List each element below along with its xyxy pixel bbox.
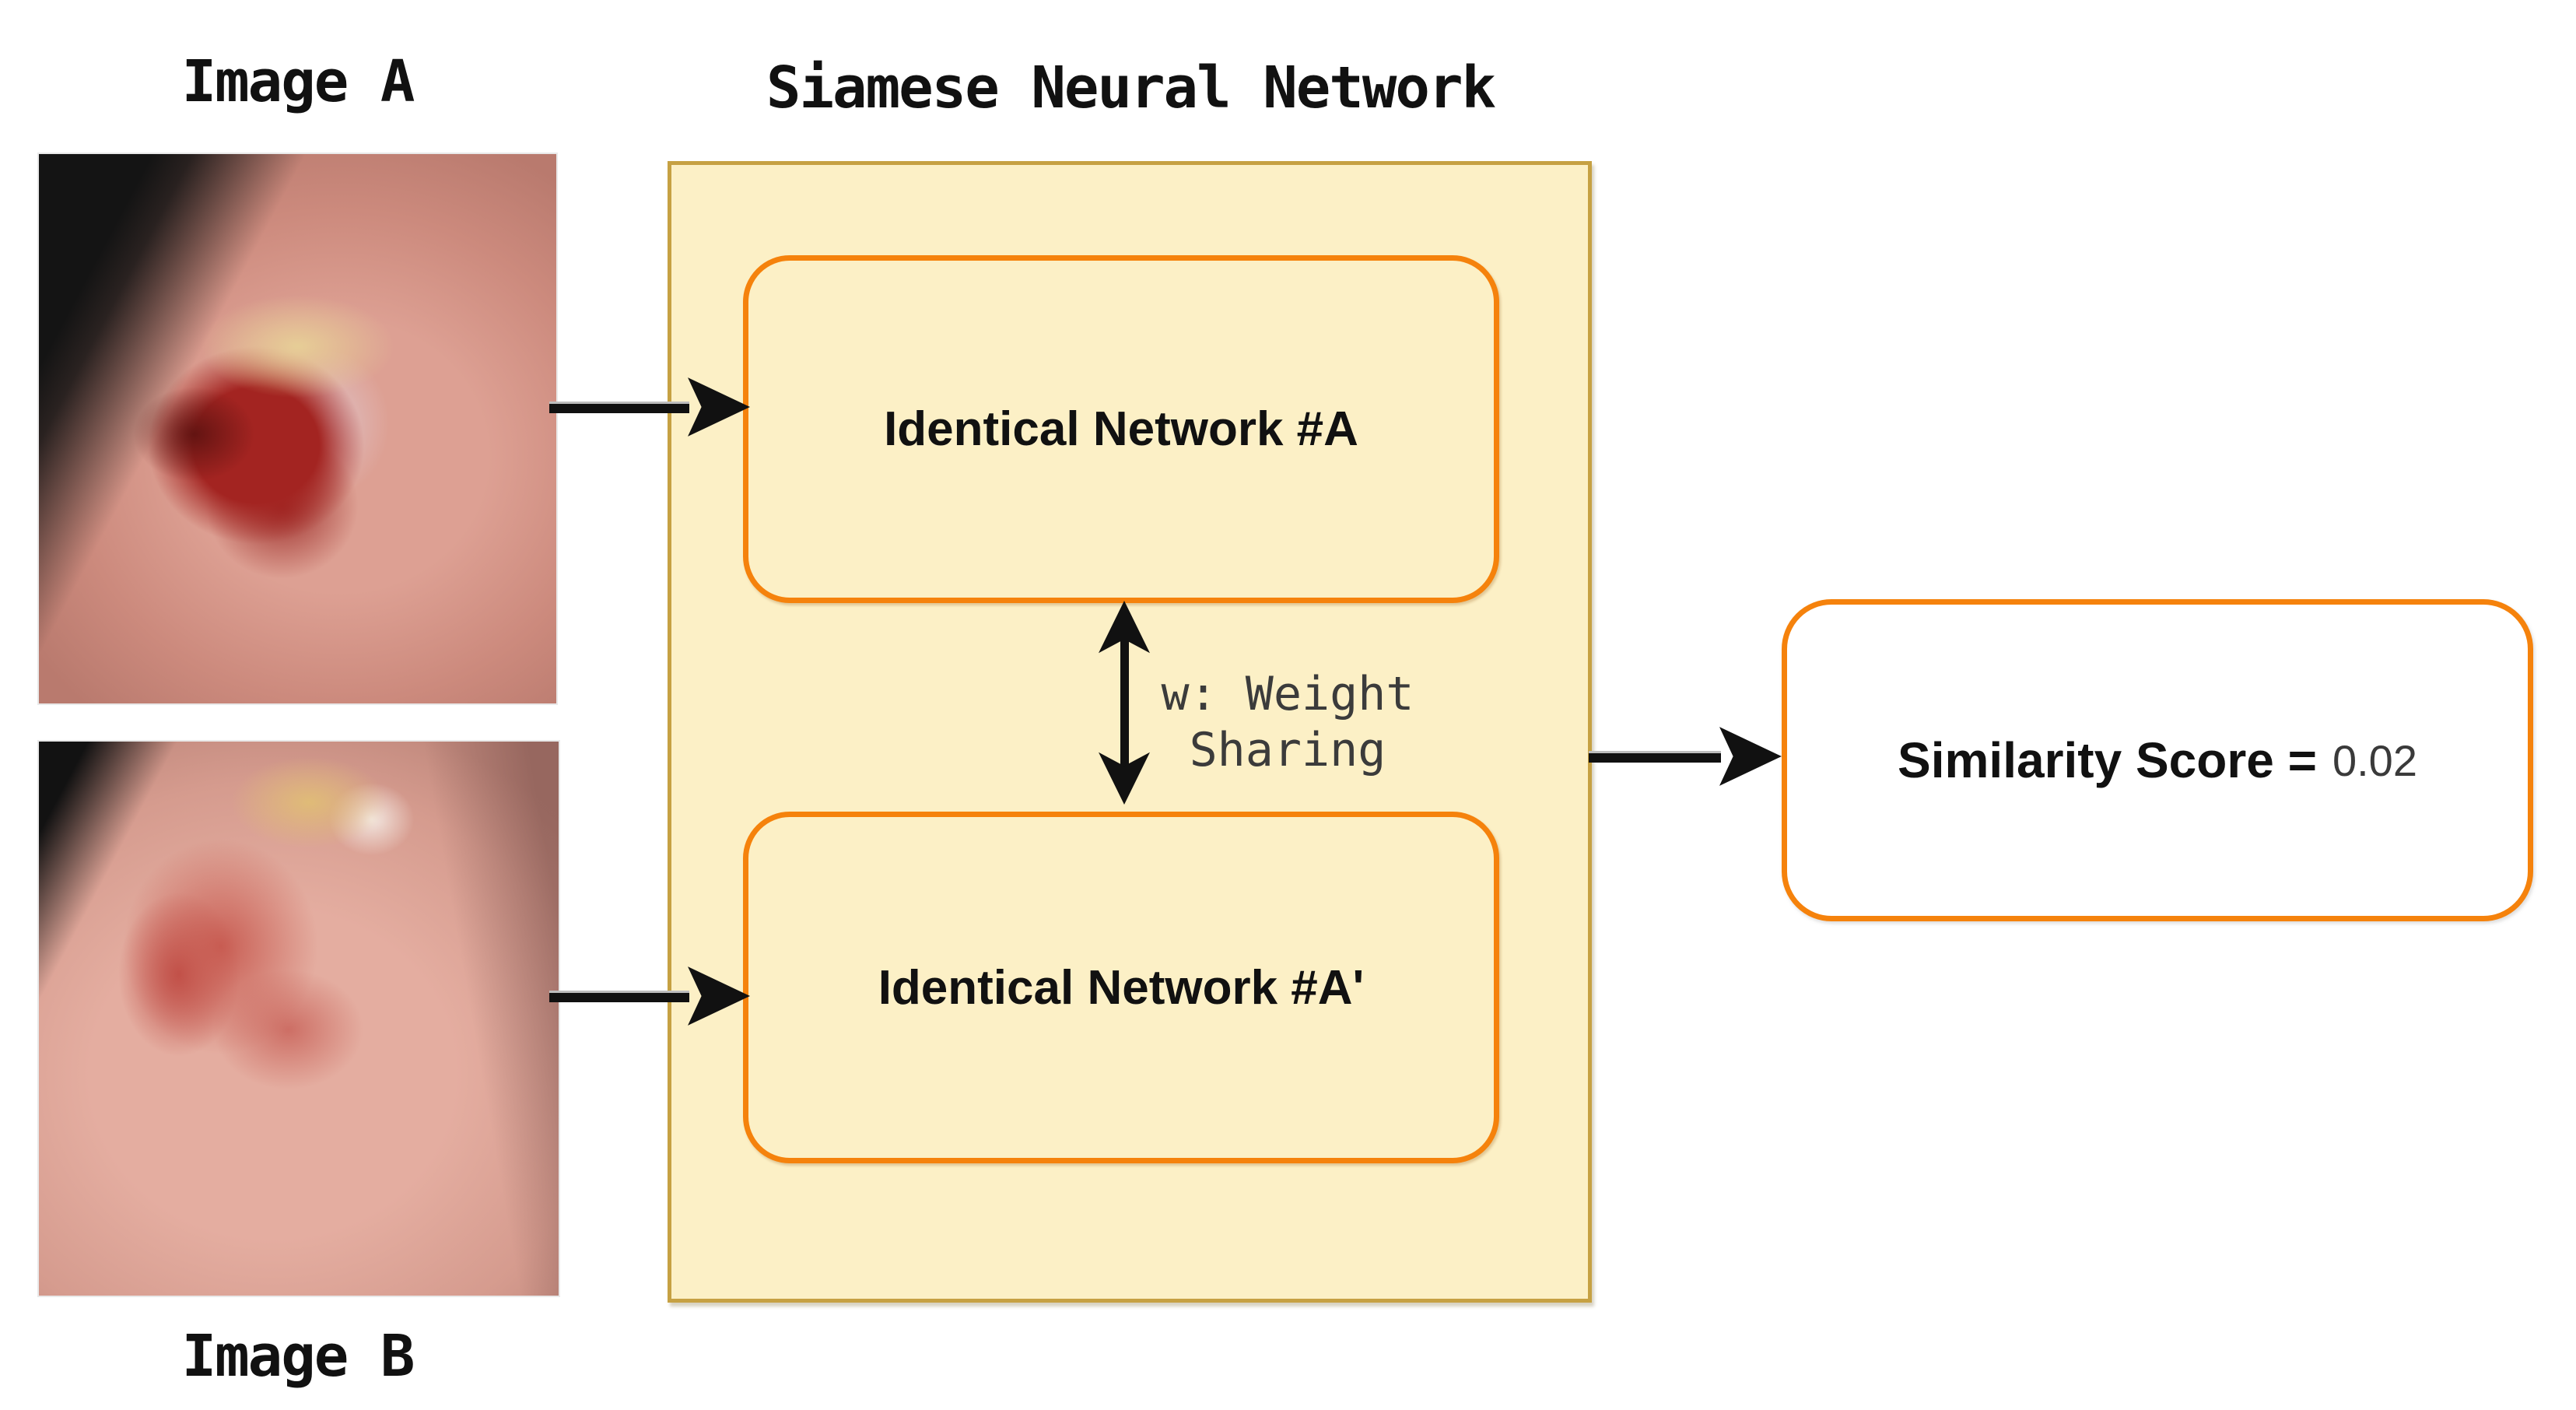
arrow-image-b-to-network-a-prime [549,963,750,1029]
identical-network-a-prime-box: Identical Network #A' [743,812,1499,1163]
arrow-network-to-score [1589,723,1782,790]
image-b-photo [39,742,559,1296]
arrow-head-right [688,377,750,437]
weight-sharing-label: w: Weight Sharing [1159,666,1416,778]
arrow-head-right [688,966,750,1026]
arrow-shaft [549,402,689,413]
identical-network-a-prime-label: Identical Network #A' [878,960,1365,1015]
arrow-head-right [1719,727,1782,786]
arrow-image-a-to-network-a [549,374,750,440]
weight-sharing-line1: w: Weight [1161,667,1414,721]
image-b-label: Image B [181,1323,415,1390]
weight-sharing-line2: Sharing [1189,723,1386,777]
image-a-photo [39,154,556,703]
arrow-shaft [549,991,689,1002]
similarity-score-box: Similarity Score = 0.02 [1782,599,2533,921]
siamese-network-title: Siamese Neural Network [766,54,1496,121]
similarity-score-value: 0.02 [2332,735,2417,785]
identical-network-a-label: Identical Network #A [884,402,1358,456]
arrow-shaft [1120,633,1129,772]
weight-sharing-double-arrow-icon [1099,601,1150,805]
image-a-label: Image A [181,48,415,115]
similarity-score-label: Similarity Score = [1898,732,2317,788]
arrow-shaft [1589,751,1721,763]
identical-network-a-box: Identical Network #A [743,255,1499,603]
